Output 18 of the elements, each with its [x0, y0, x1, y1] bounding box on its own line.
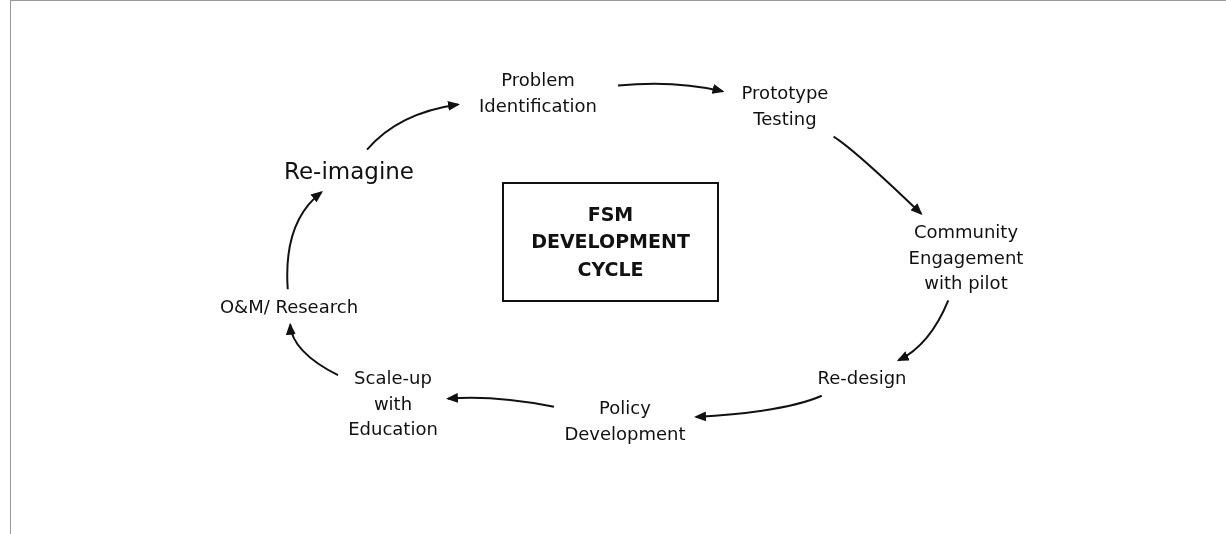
title-text: FSM DEVELOPMENT CYCLE	[531, 201, 690, 282]
curved-arrow	[832, 135, 923, 216]
stage-label: Policy Development	[559, 395, 691, 447]
curved-arrow	[694, 394, 823, 422]
curved-arrow	[366, 101, 460, 151]
stage-label: Re-design	[817, 365, 907, 391]
curved-arrow	[446, 393, 555, 408]
stage-label: Re-imagine	[284, 154, 414, 188]
stage-label: Scale-up with Education	[343, 364, 443, 442]
curved-arrow	[617, 82, 725, 94]
curved-arrow	[286, 191, 323, 291]
title-box	[502, 182, 719, 302]
stage-label: Problem Identification	[463, 67, 613, 119]
stage-label: Prototype Testing	[727, 80, 843, 132]
curved-arrow	[896, 299, 950, 362]
stage-label: O&M/ Research	[219, 294, 359, 320]
curved-arrow	[286, 322, 339, 377]
stage-label: Community Engagement with pilot	[898, 218, 1034, 296]
